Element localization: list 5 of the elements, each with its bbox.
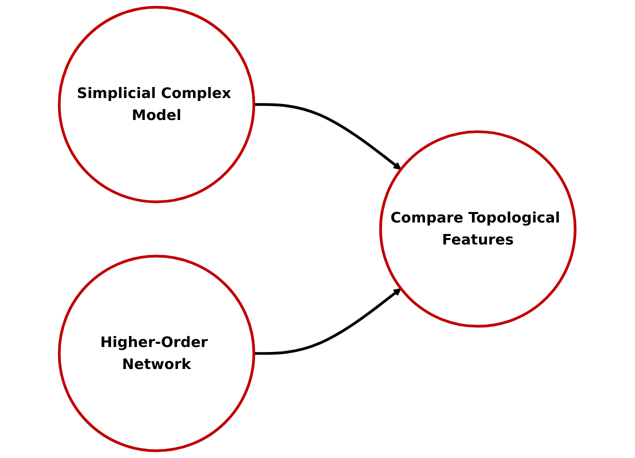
arrow <box>254 103 402 170</box>
node-circle: Compare Topological Features <box>380 130 577 328</box>
arrow <box>254 288 402 355</box>
node-circle: Simplicial Complex Model <box>58 6 256 204</box>
node-circle: Higher-Order Network <box>58 254 256 452</box>
